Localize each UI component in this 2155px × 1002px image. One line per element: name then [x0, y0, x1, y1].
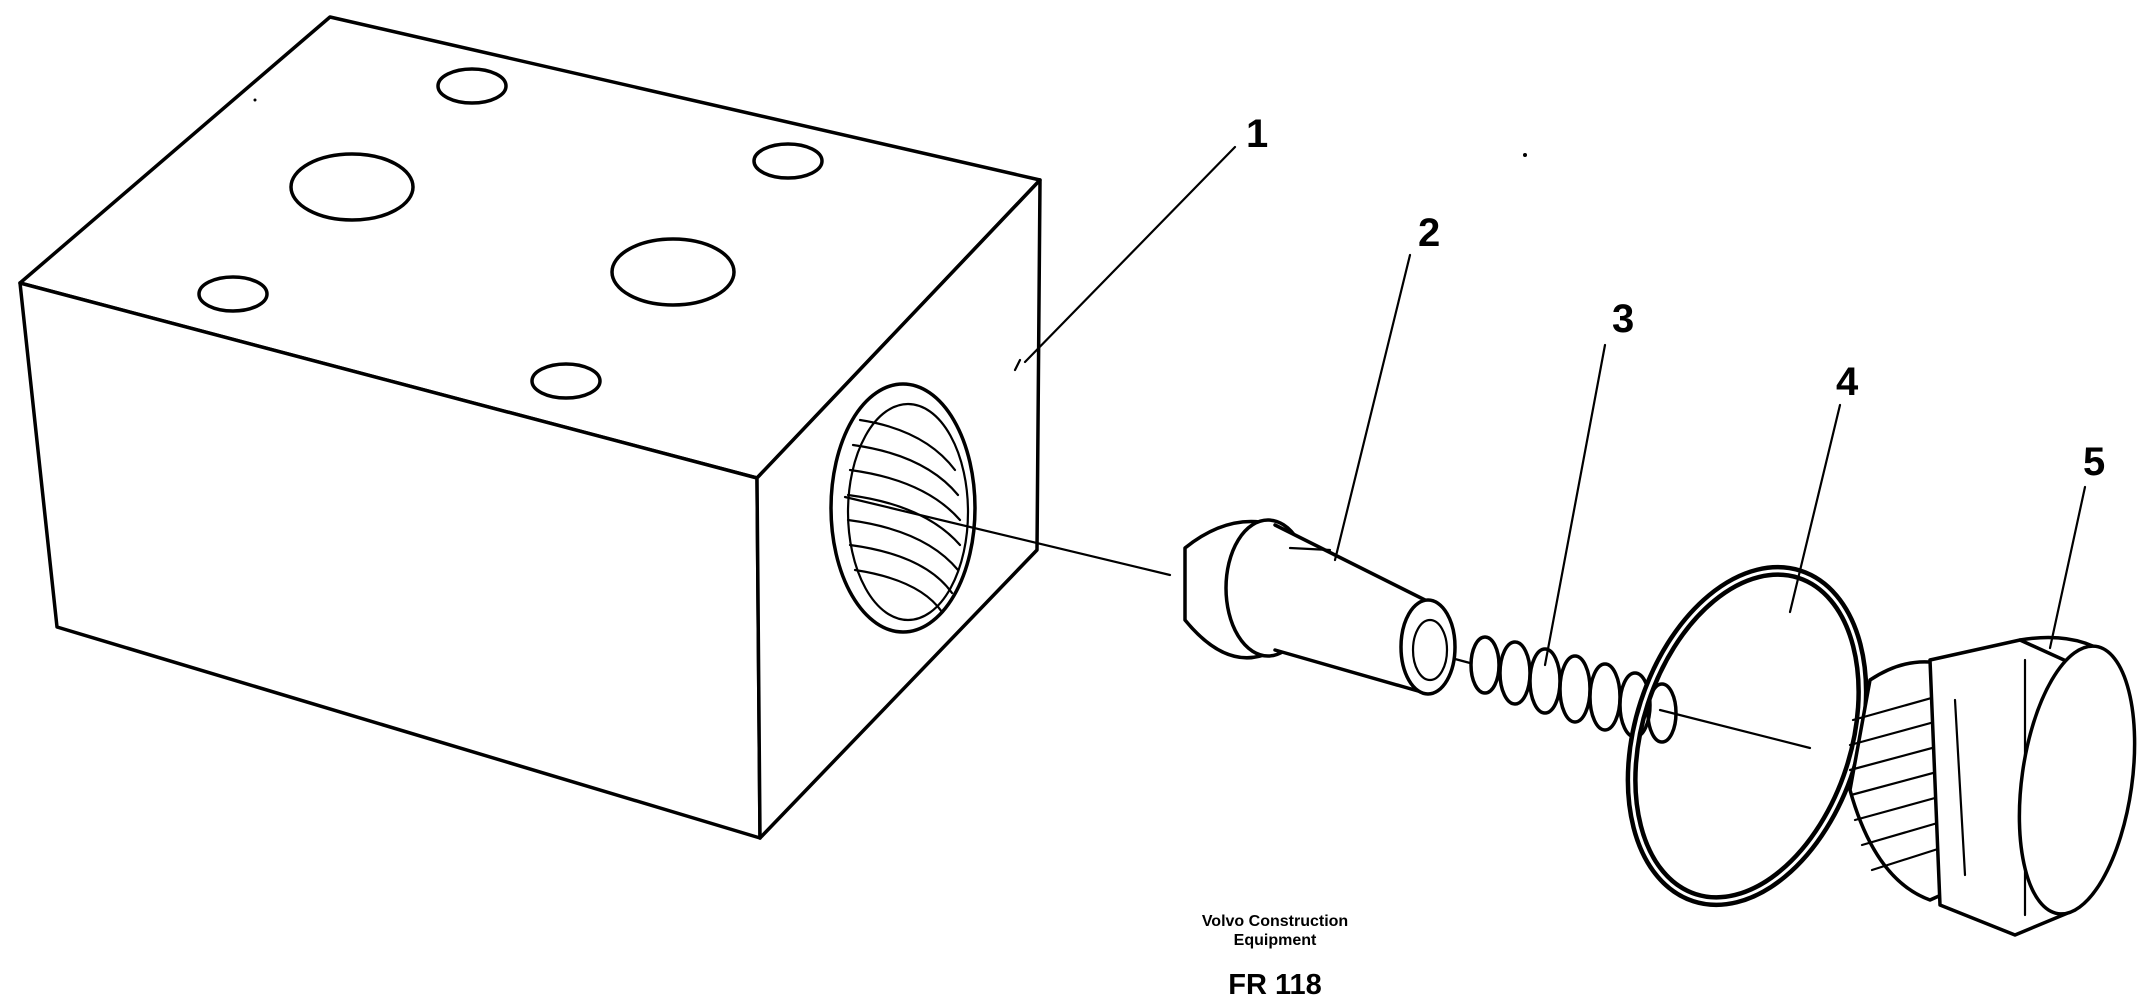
speck — [253, 98, 257, 102]
leader-line-2 — [1333, 253, 1412, 562]
port-hole — [610, 237, 736, 307]
callout-4: 4 — [1836, 360, 1859, 404]
leader-line-5 — [2048, 485, 2087, 650]
callout-5: 5 — [2083, 440, 2105, 484]
callout-leaders — [1013, 145, 2087, 667]
speck — [1523, 153, 1527, 157]
poppet-valve — [1183, 518, 1457, 696]
leader-line-1 — [1023, 145, 1237, 364]
spring — [1469, 635, 1678, 744]
threaded-plug — [1848, 635, 2137, 937]
o-ring — [1625, 564, 1869, 908]
callout-2: 2 — [1418, 211, 1440, 255]
port-hole — [197, 275, 269, 313]
manufacturer-credit: Volvo Construction Equipment — [1130, 912, 1420, 950]
port-hole — [752, 142, 824, 180]
callout-3: 3 — [1612, 297, 1634, 341]
callout-1: 1 — [1246, 112, 1268, 156]
credit-line-2: Equipment — [1233, 932, 1317, 949]
port-hole — [436, 67, 508, 105]
credit-line-1: Volvo Construction — [1201, 913, 1349, 930]
drawing-code: FR 118 — [1228, 969, 1322, 1001]
port-hole — [289, 152, 415, 222]
port-hole — [530, 362, 602, 400]
leader-line-4 — [1788, 403, 1842, 614]
valve-block — [18, 15, 1042, 840]
leader-line-3 — [1543, 343, 1607, 667]
threaded-bore — [829, 382, 977, 634]
